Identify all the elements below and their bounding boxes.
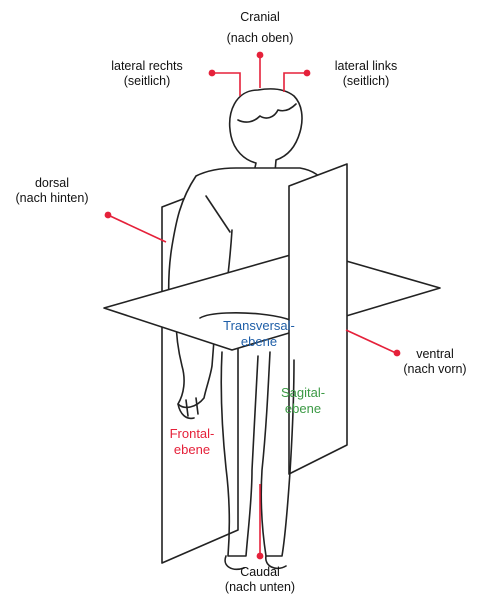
ventral-title: ventral xyxy=(392,347,478,362)
caudal-label: Caudal (nach unten) xyxy=(210,565,310,595)
ventral-subtitle: (nach vorn) xyxy=(392,362,478,377)
cranial-label: Cranial (nach oben) xyxy=(219,10,301,46)
lateral-links-pointer-line xyxy=(284,73,307,92)
head-outline xyxy=(230,89,302,172)
lateral-links-title: lateral links xyxy=(316,59,416,74)
dorsal-subtitle: (nach hinten) xyxy=(4,191,100,206)
transversal-plane-label: Transversal- ebene xyxy=(204,318,314,350)
lateral-rechts-label: lateral rechts (seitlich) xyxy=(92,59,202,89)
transversal-line1: Transversal- xyxy=(204,318,314,334)
transversal-line2: ebene xyxy=(204,334,314,350)
sagital-line1: Sagital- xyxy=(268,385,338,401)
cranial-subtitle: (nach oben) xyxy=(219,31,301,46)
lateral-rechts-title: lateral rechts xyxy=(92,59,202,74)
lateral-rechts-subtitle: (seitlich) xyxy=(92,74,202,89)
caudal-title: Caudal xyxy=(210,565,310,580)
lateral-links-dot xyxy=(304,70,311,77)
sagital-line2: ebene xyxy=(268,401,338,417)
frontal-plane-label: Frontal- ebene xyxy=(156,426,228,458)
caudal-subtitle: (nach unten) xyxy=(210,580,310,595)
ventral-pointer-line xyxy=(346,330,396,353)
dorsal-pointer-line xyxy=(108,215,166,242)
dorsal-title: dorsal xyxy=(4,176,100,191)
frontal-line2: ebene xyxy=(156,442,228,458)
caudal-dot xyxy=(257,553,264,560)
lateral-rechts-dot xyxy=(209,70,216,77)
lateral-links-label: lateral links (seitlich) xyxy=(316,59,416,89)
lateral-links-subtitle: (seitlich) xyxy=(316,74,416,89)
ventral-label: ventral (nach vorn) xyxy=(392,347,478,377)
dorsal-label: dorsal (nach hinten) xyxy=(4,176,100,206)
dorsal-dot xyxy=(105,212,112,219)
cranial-title: Cranial xyxy=(219,10,301,25)
lateral-rechts-pointer-line xyxy=(212,73,240,96)
cranial-dot xyxy=(257,52,264,59)
frontal-line1: Frontal- xyxy=(156,426,228,442)
sagital-plane-label: Sagital- ebene xyxy=(268,385,338,417)
